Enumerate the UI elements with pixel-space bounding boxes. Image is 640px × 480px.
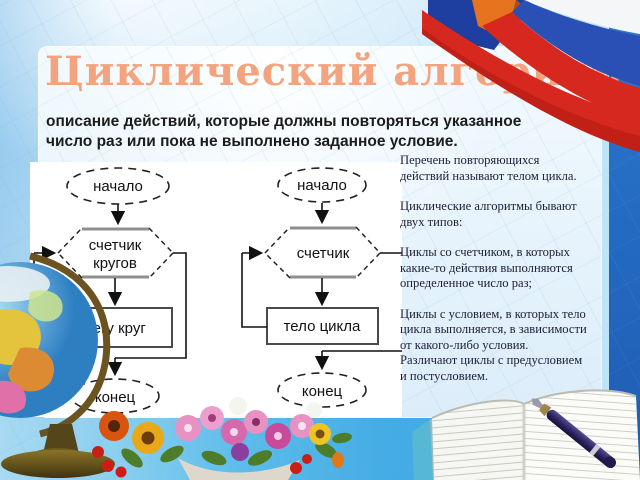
end-label: конец [95, 389, 136, 406]
paragraph-two-types: Циклические алгоритмы бывают двух типов: [400, 199, 577, 229]
loop-line [33, 253, 58, 329]
start-label: начало [93, 178, 143, 195]
paragraph-counter-cycles: Циклы со счетчиком, в которых какие-то д… [400, 245, 573, 290]
counter-label-line1: счетчик [89, 237, 142, 254]
counter-hexagon [265, 227, 380, 278]
body-label: бегу круг [84, 320, 146, 337]
exit-line [115, 252, 187, 359]
flowchart-counter-example: начало счетчик кругов бегу круг конец [33, 167, 187, 414]
flowchart-generic-loop: начало счетчик тело цикла конец [241, 167, 402, 408]
start-oval [277, 167, 367, 203]
bottom-blue-band [0, 417, 640, 480]
counter-label-line2: кругов [93, 255, 137, 272]
page-title: Циклический алгоритм [45, 48, 624, 95]
start-label: начало [297, 177, 347, 194]
counter-label: счетчик [297, 245, 350, 262]
end-oval [277, 372, 367, 408]
subtitle: описание действий, которые должны повтор… [46, 113, 522, 150]
loop-line [241, 253, 267, 328]
paragraph-cycle-body: Перечень повторяющихся действий называют… [400, 153, 577, 183]
sidebar-text-block: Перечень повторяющихся действий называют… [400, 153, 610, 399]
end-label: конец [302, 383, 343, 400]
body-rect [266, 307, 379, 345]
body-label: тело цикла [284, 318, 361, 335]
paragraph-condition-cycles: Циклы с условием, в которых тело цикла в… [400, 306, 587, 383]
